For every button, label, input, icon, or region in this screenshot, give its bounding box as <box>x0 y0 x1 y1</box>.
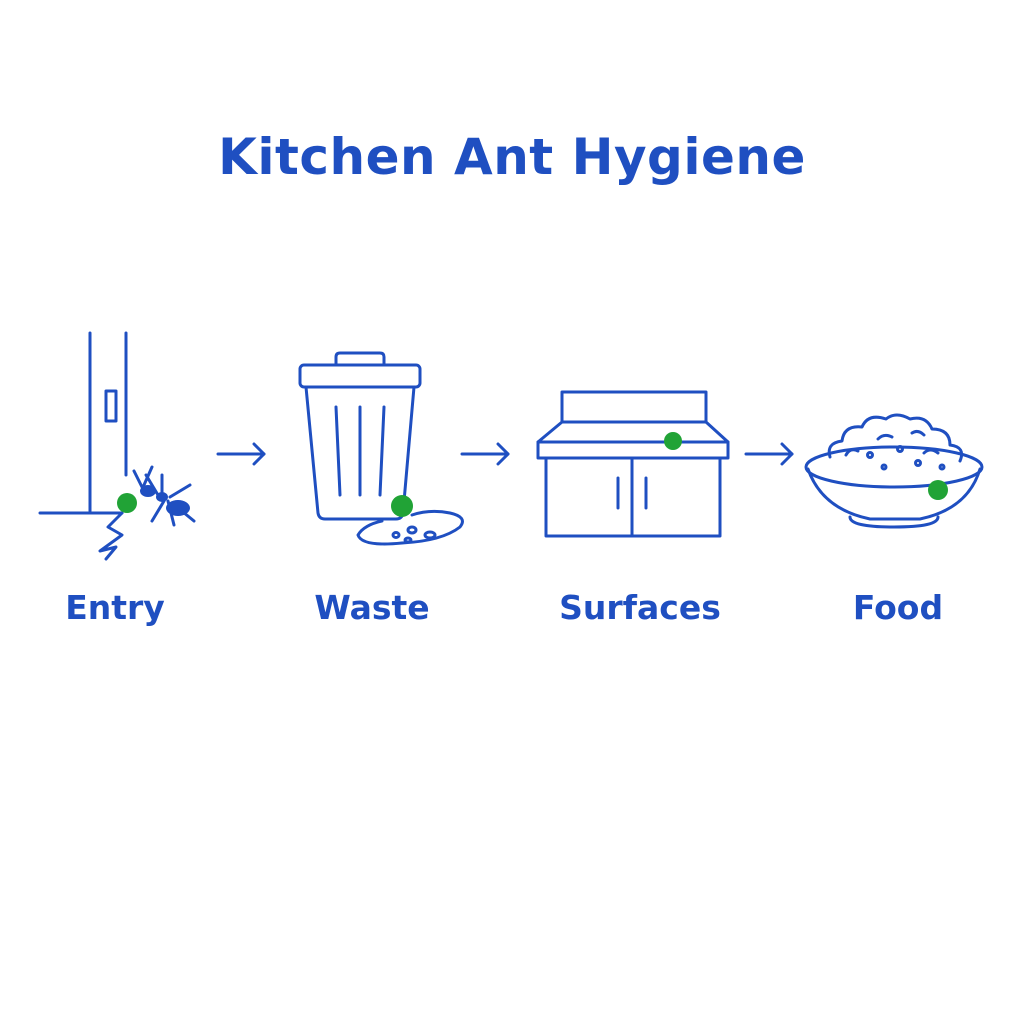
diagram-title: Kitchen Ant Hygiene <box>218 128 806 186</box>
step-label-entry: Entry <box>65 588 165 627</box>
trash-can-icon <box>298 351 464 546</box>
door-ant-icon <box>38 331 196 561</box>
counter-icon <box>536 390 730 538</box>
arrow-right-icon <box>216 442 266 466</box>
step-label-waste: Waste <box>314 588 430 627</box>
step-label-surfaces: Surfaces <box>559 588 721 627</box>
arrow-right-icon <box>460 442 510 466</box>
arrow-right-icon <box>744 442 794 466</box>
step-label-food: Food <box>852 588 944 627</box>
food-bowl-icon <box>804 413 984 529</box>
